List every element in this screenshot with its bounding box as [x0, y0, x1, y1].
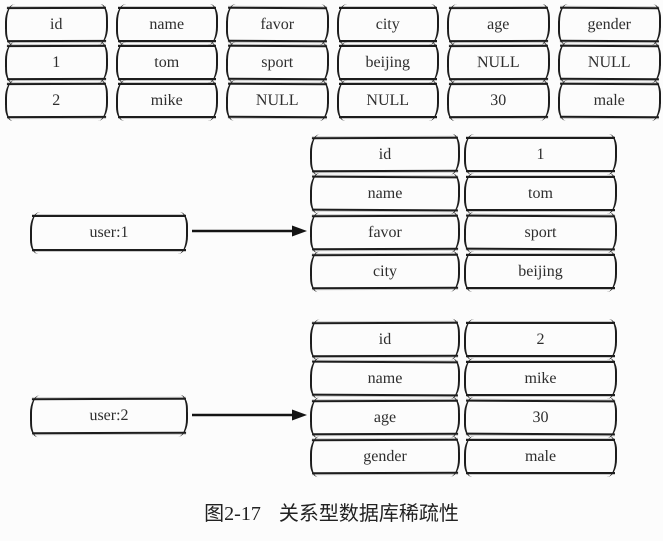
value-cell: sport — [465, 214, 616, 251]
table-header-cell: city — [336, 4, 439, 45]
table-header-cell: age — [448, 6, 548, 43]
table-header-cell: name — [115, 4, 218, 45]
arrow-right-icon — [192, 409, 307, 421]
value-cell: tom — [464, 173, 617, 214]
field-cell: favor — [311, 214, 459, 251]
table-cell: tom — [115, 42, 218, 83]
value-cell: 1 — [464, 134, 617, 175]
table-cell: NULL — [336, 80, 439, 121]
value-cell: beijing — [464, 251, 617, 292]
table-cell: 30 — [448, 82, 548, 119]
table-header-cell: favor — [227, 6, 327, 43]
arrow-right-icon — [192, 225, 307, 237]
field-cell: gender — [311, 438, 459, 475]
table-cell: mike — [115, 80, 218, 121]
table-cell: sport — [227, 44, 327, 81]
hash-table-user1: id 1 name tom favor sport city beijing — [311, 134, 617, 292]
table-cell: NULL — [448, 44, 548, 81]
value-cell: 30 — [465, 399, 616, 436]
field-cell: name — [311, 360, 459, 397]
table-cell: 1 — [6, 44, 106, 81]
field-cell: city — [311, 253, 459, 290]
field-cell: age — [311, 399, 459, 436]
table-cell: 2 — [6, 82, 106, 119]
value-cell: mike — [464, 358, 617, 399]
field-cell: name — [311, 175, 459, 212]
table-cell: beijing — [336, 42, 439, 83]
table-cell: male — [559, 82, 659, 119]
relational-table: id name favor city age gender 1 tom spor… — [6, 4, 659, 121]
field-cell: id — [311, 136, 459, 173]
figure-caption: 图2-17 关系型数据库稀疏性 — [0, 501, 663, 527]
value-cell: 2 — [464, 319, 617, 360]
figure-caption-title: 关系型数据库稀疏性 — [278, 503, 459, 525]
table-header-cell: gender — [559, 6, 659, 43]
key-box-user2: user:2 — [31, 397, 187, 435]
value-cell: male — [464, 436, 617, 477]
field-cell: id — [311, 321, 459, 358]
key-box-user1: user:1 — [30, 212, 188, 254]
hash-table-user2: id 2 name mike age 30 gender male — [311, 319, 617, 477]
table-cell: NULL — [559, 44, 659, 81]
figure-caption-label: 图2-17 — [204, 503, 261, 525]
table-cell: NULL — [227, 82, 327, 119]
table-header-cell: id — [6, 6, 106, 43]
